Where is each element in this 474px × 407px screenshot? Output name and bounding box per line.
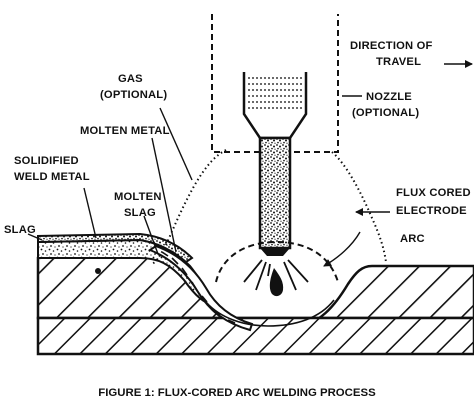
solidified-label: SOLIDIFIED <box>14 155 79 167</box>
weld-metal-label: WELD METAL <box>14 171 90 183</box>
direction-label: DIRECTION OF <box>350 40 433 52</box>
gas-leader <box>159 107 193 181</box>
flux-cored-label: FLUX CORED <box>396 187 471 199</box>
backing-plate <box>36 316 474 356</box>
gas-label-optional: (OPTIONAL) <box>100 89 167 101</box>
figure-caption: FIGURE 1: FLUX-CORED ARC WELDING PROCESS <box>98 387 376 399</box>
electrode-label: ELECTRODE <box>396 205 467 217</box>
arc-label: ARC <box>400 233 425 245</box>
molten-droplet <box>269 268 284 297</box>
weld-pool <box>205 299 335 327</box>
slag-label: SLAG <box>4 224 36 236</box>
nozzle-label: NOZZLE <box>366 91 412 103</box>
nozzle-label-optional: (OPTIONAL) <box>352 107 419 119</box>
electrode-tip <box>260 248 290 256</box>
slag-droplet <box>95 268 101 274</box>
gas-shield <box>151 149 227 265</box>
gas-label: GAS <box>118 73 143 85</box>
solidified-leader <box>83 187 97 239</box>
gas-shield-right <box>331 151 387 263</box>
arc-rays <box>243 259 309 291</box>
molten-metal-label: MOLTEN METAL <box>80 125 170 137</box>
leader-lines <box>27 60 473 267</box>
molten-slag-band <box>147 244 254 332</box>
flux-cored-electrode <box>258 136 292 250</box>
slag-leader <box>27 233 43 241</box>
molten-metal-leader <box>151 137 177 253</box>
arc-leader <box>323 231 361 267</box>
molten-slag-leader <box>143 215 159 255</box>
travel-label: TRAVEL <box>376 56 421 68</box>
molten-slag-label: MOLTEN <box>114 191 162 203</box>
contact-tube <box>242 72 308 140</box>
molten-slag-texture <box>161 251 236 324</box>
slag-sub-label: SLAG <box>124 207 156 219</box>
